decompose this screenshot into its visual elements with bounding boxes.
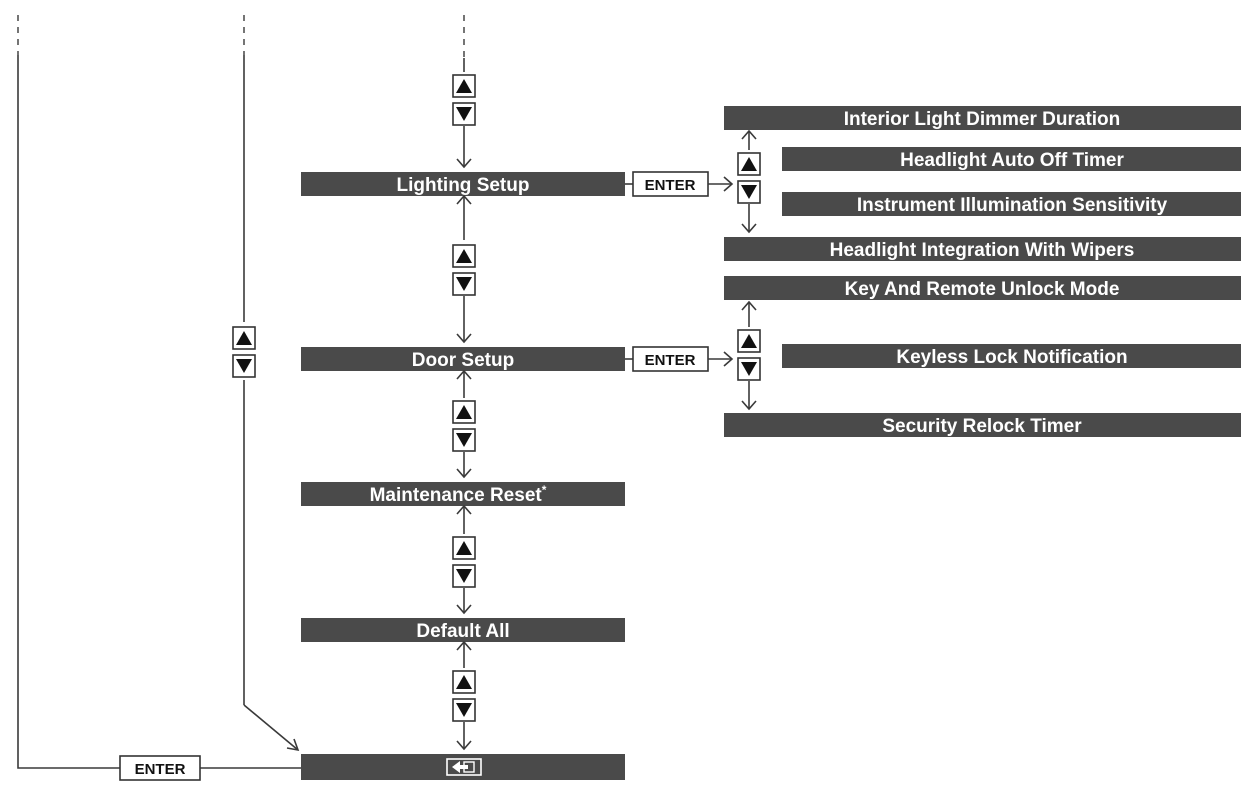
lighting-sub-up-down-buttons[interactable] [737,152,761,204]
key-remote-unlock-label: Key And Remote Unlock Mode [845,279,1120,300]
instrument-illumination-label: Instrument Illumination Sensitivity [857,195,1168,216]
headlight-auto-off-bar[interactable] [782,147,1241,171]
headlight-wipers-bar[interactable] [724,237,1241,261]
down-arrow-head [456,468,472,479]
down-arrow-head [741,400,757,411]
door-enter-button[interactable]: ENTER [645,352,696,369]
maintenance-reset-label: Maintenance Reset* [370,483,547,506]
up-arrow-head [456,504,472,515]
up-arrow-head [456,369,472,380]
middle-up-down-buttons[interactable] [232,326,256,378]
return-arrow-icon[interactable] [446,758,482,776]
lighting-door-up-down-buttons[interactable] [452,244,476,296]
middle-line-diagonal [243,704,299,751]
door-sub-up-down-buttons[interactable] [737,329,761,381]
down-arrow-head [741,223,757,234]
security-relock-timer-label: Security Relock Timer [882,416,1082,437]
keyless-lock-notification-label: Keyless Lock Notification [896,347,1127,368]
maintenance-reset-bar[interactable] [301,482,625,506]
down-arrow-head [456,740,472,751]
headlight-auto-off-label: Headlight Auto Off Timer [900,150,1124,171]
door-enter-arrow [723,351,734,367]
left-return-line [17,55,120,769]
down-arrow-head [456,158,472,169]
door-setup-label: Door Setup [412,350,514,371]
up-arrow-head [741,300,757,311]
security-relock-timer-bar[interactable] [724,413,1241,437]
door-setup-bar[interactable] [301,347,625,371]
back-enter-button[interactable]: ENTER [135,761,186,778]
key-remote-unlock-bar[interactable] [724,276,1241,300]
headlight-wipers-label: Headlight Integration With Wipers [830,240,1135,261]
lighting-setup-label: Lighting Setup [397,175,530,196]
instrument-illumination-bar[interactable] [782,192,1241,216]
keyless-lock-notification-bar[interactable] [782,344,1241,368]
default-all-bar[interactable] [301,618,625,642]
up-arrow-head [741,129,757,140]
maint-default-up-down-buttons[interactable] [452,536,476,588]
down-arrow-head [456,604,472,615]
up-arrow-head [456,640,472,651]
interior-light-dimmer-bar[interactable] [724,106,1241,130]
back-arrow-head [286,738,300,752]
maintenance-reset-footnote-mark: * [542,483,547,497]
lighting-enter-button-box[interactable] [632,171,709,197]
lighting-enter-arrow [723,176,734,192]
lighting-setup-bar[interactable] [301,172,625,196]
door-maint-up-down-buttons[interactable] [452,400,476,452]
interior-light-dimmer-label: Interior Light Dimmer Duration [844,109,1121,130]
back-enter-button-box[interactable] [119,755,201,781]
default-back-up-down-buttons[interactable] [452,670,476,722]
top-up-down-buttons[interactable] [452,74,476,126]
up-arrow-head [456,194,472,205]
down-arrow-head [456,333,472,344]
maintenance-reset-text: Maintenance Reset [370,485,543,506]
lighting-enter-button[interactable]: ENTER [645,177,696,194]
default-all-label: Default All [416,621,509,642]
